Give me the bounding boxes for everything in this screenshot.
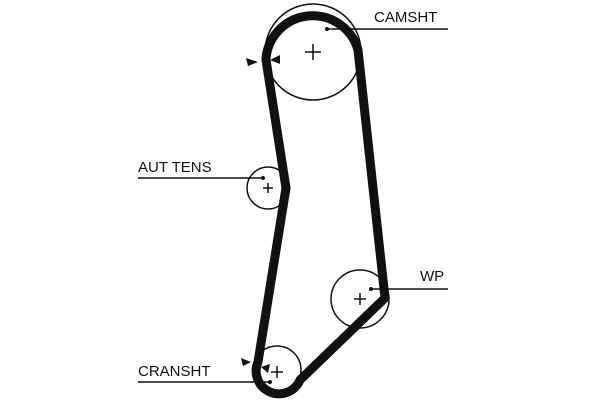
camshaft-label: CAMSHT bbox=[374, 9, 437, 26]
crankshaft-label: CRANSHT bbox=[138, 363, 211, 380]
camshaft-pulley bbox=[264, 3, 448, 101]
timing-mark-icon bbox=[241, 358, 251, 366]
crankshaft-pulley bbox=[138, 345, 302, 395]
timing-mark-icon bbox=[261, 364, 270, 373]
water-pump-pulley bbox=[330, 269, 448, 329]
tensioner-pulley bbox=[138, 166, 290, 210]
tensioner-label: AUT TENS bbox=[138, 159, 212, 176]
timing-belt bbox=[251, 11, 390, 399]
timing-mark-icon bbox=[270, 55, 280, 64]
water-pump-label: WP bbox=[420, 268, 444, 285]
timing-mark-icon bbox=[246, 58, 258, 66]
